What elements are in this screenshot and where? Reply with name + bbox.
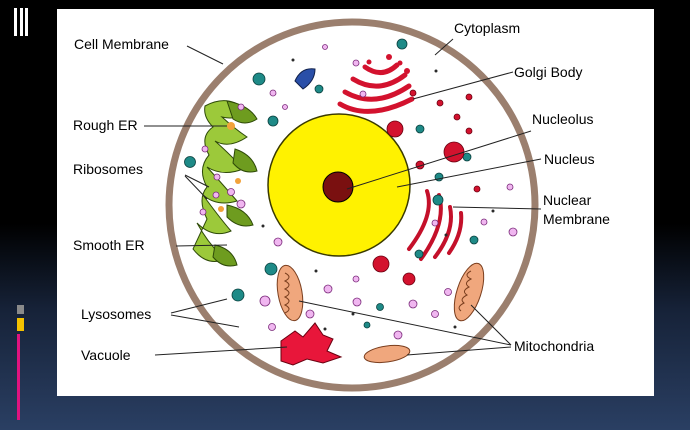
slide-decor-strip-magenta (17, 334, 20, 420)
slide-decor-strip-gray (17, 305, 24, 314)
label-nucleolus: Nucleolus (532, 111, 593, 127)
nucleolus-shape (322, 171, 354, 203)
label-rough-er: Rough ER (73, 117, 138, 133)
label-smooth-er: Smooth ER (73, 237, 145, 253)
label-nuclear-membrane-line2: Membrane (543, 211, 610, 227)
pink-vesicles (199, 44, 518, 340)
label-mitochondria: Mitochondria (514, 338, 594, 354)
label-ribosomes: Ribosomes (73, 161, 143, 177)
leader-lines (144, 38, 542, 356)
animal-cell-diagram: Cell Membrane Cytoplasm Golgi Body Rough… (73, 18, 610, 392)
label-nuclear-membrane-line1: Nuclear (543, 192, 592, 208)
vacuole-shape (280, 322, 343, 366)
label-cell-membrane: Cell Membrane (74, 36, 169, 52)
label-lysosomes: Lysosomes (81, 306, 151, 322)
golgi-body-shape (337, 54, 415, 114)
slide-decor-bars (14, 8, 32, 36)
diagram-card: Cell Membrane Cytoplasm Golgi Body Rough… (57, 9, 654, 396)
label-golgi-body: Golgi Body (514, 64, 582, 80)
mitochondrion-2 (453, 262, 485, 322)
mitochondrion-1 (276, 264, 304, 322)
mitochondrion-3 (363, 344, 411, 364)
slide-decor-strip-yellow (17, 318, 24, 331)
ribosome-dots (213, 173, 246, 209)
small-dots (261, 58, 495, 331)
teal-vesicles (184, 38, 479, 329)
blue-vesicle (294, 68, 316, 90)
label-cytoplasm: Cytoplasm (454, 20, 520, 36)
rough-er-ribosomes (218, 122, 241, 212)
label-nucleus: Nucleus (544, 151, 595, 167)
label-vacuole: Vacuole (81, 347, 131, 363)
